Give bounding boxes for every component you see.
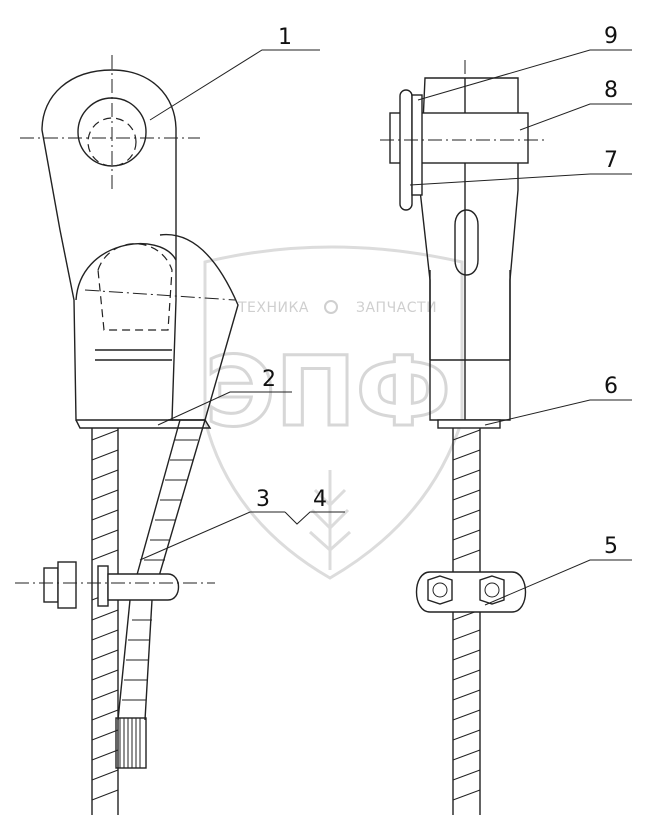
clevis-lower-band bbox=[429, 270, 511, 361]
leader-5 bbox=[484, 559, 632, 606]
leader-3 bbox=[139, 511, 285, 561]
rope-ferrule bbox=[115, 717, 147, 769]
callout-2: 2 bbox=[262, 367, 276, 392]
leader-4 bbox=[284, 511, 345, 525]
cotter-pin bbox=[399, 89, 413, 211]
callout-5: 5 bbox=[604, 534, 618, 559]
leader-7 bbox=[409, 173, 632, 186]
socket-shoulder bbox=[75, 242, 177, 301]
callout-9: 9 bbox=[604, 24, 618, 49]
callout-numbers: 1 2 3 4 5 6 7 8 9 bbox=[256, 24, 618, 559]
callout-6: 6 bbox=[604, 374, 618, 399]
left-assembly bbox=[15, 55, 239, 815]
clamp-bolt-left bbox=[15, 561, 215, 609]
right-assembly bbox=[380, 60, 545, 815]
wedge-axis bbox=[84, 289, 236, 301]
leader-9 bbox=[417, 49, 632, 101]
socket-bottom bbox=[75, 419, 212, 429]
callout-1: 1 bbox=[278, 25, 292, 50]
callout-8: 8 bbox=[604, 78, 618, 103]
watermark: ТЕХНИКА ЗАПЧАСТИ ЭПФ bbox=[203, 245, 464, 580]
callout-7: 7 bbox=[604, 148, 618, 173]
watermark-right-word: ЗАПЧАСТИ bbox=[356, 300, 437, 316]
washer bbox=[411, 94, 423, 196]
rope-left-main bbox=[91, 428, 119, 815]
eye-lug bbox=[41, 69, 177, 421]
leader-8 bbox=[519, 103, 632, 131]
wedge bbox=[159, 234, 239, 421]
wheat-icon bbox=[308, 470, 352, 570]
clevis-slot bbox=[454, 209, 479, 276]
leader-lines bbox=[139, 49, 632, 606]
bottom-plate bbox=[437, 419, 501, 429]
gear-icon bbox=[324, 300, 338, 314]
double-clamp bbox=[415, 571, 527, 613]
leader-2 bbox=[157, 391, 292, 426]
rope-right bbox=[452, 428, 481, 815]
pin-hole-hidden bbox=[87, 117, 137, 167]
watermark-left-word: ТЕХНИКА bbox=[237, 300, 309, 316]
socket-band bbox=[95, 349, 172, 361]
leader-6 bbox=[484, 399, 632, 426]
callout-4: 4 bbox=[313, 487, 327, 512]
callout-3: 3 bbox=[256, 487, 270, 512]
wedge-hidden-outline bbox=[97, 243, 173, 331]
watermark-shield bbox=[203, 245, 464, 580]
leader-1 bbox=[149, 49, 320, 121]
